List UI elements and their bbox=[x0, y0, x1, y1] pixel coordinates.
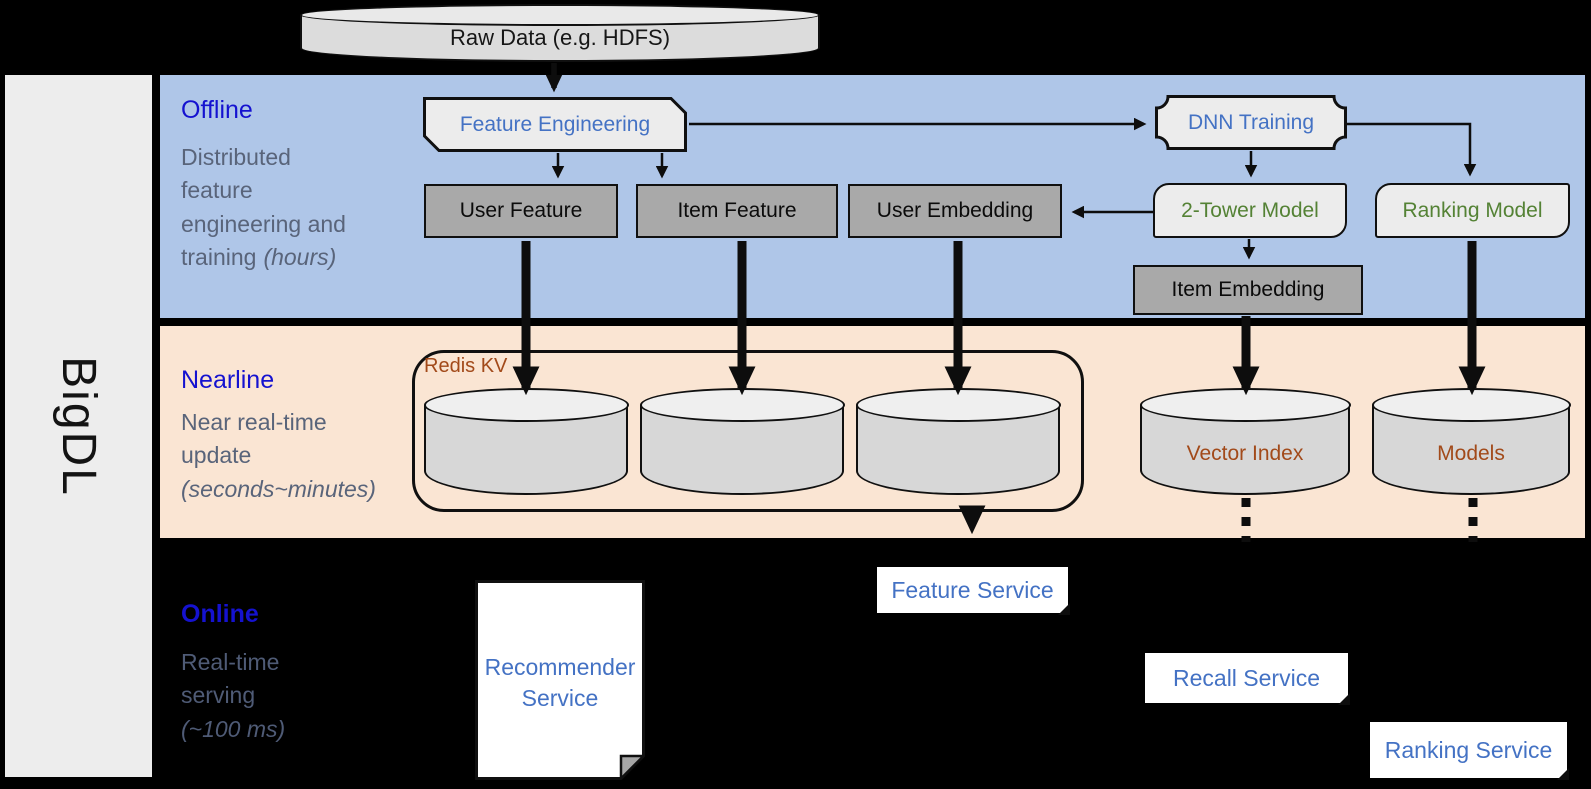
offline-lane-subtitle: Distributed feature engineering and trai… bbox=[181, 141, 481, 274]
item-feature-node: Item Feature bbox=[636, 184, 838, 238]
models-label: Models bbox=[1437, 442, 1505, 465]
vector-index-label: Vector Index bbox=[1186, 442, 1304, 465]
feature-service-label: Feature Service bbox=[891, 576, 1054, 603]
feature-service-node: Feature Service bbox=[877, 567, 1070, 615]
online-subtitle-line: (~100 ms) bbox=[181, 715, 286, 742]
ranking-service-node: Ranking Service bbox=[1370, 722, 1569, 780]
plaque-shape bbox=[1155, 95, 1347, 150]
recommender-service-node: Recommender Service bbox=[475, 580, 645, 780]
item-feature-label: Item Feature bbox=[677, 199, 797, 222]
document-shape bbox=[475, 580, 645, 780]
raw-data-label: Raw Data (e.g. HDFS) bbox=[449, 24, 671, 50]
feature-engineering-node: Feature Engineering bbox=[423, 97, 687, 152]
offline-subtitle-line: Distributed bbox=[181, 144, 291, 170]
offline-subtitle-line: engineering and bbox=[181, 210, 346, 237]
nearline-lane-title: Nearline bbox=[181, 366, 275, 394]
user-feature-node: User Feature bbox=[424, 184, 618, 238]
vector-index-store: Vector Index bbox=[1139, 388, 1351, 495]
raw-data-store: Raw Data (e.g. HDFS) bbox=[300, 4, 820, 62]
redis-kv-container bbox=[412, 350, 1084, 512]
snip-corner-shape bbox=[423, 97, 687, 152]
recall-service-label: Recall Service bbox=[1173, 664, 1320, 691]
recall-service-node: Recall Service bbox=[1145, 653, 1350, 705]
item-embedding-node: Item Embedding bbox=[1133, 265, 1363, 315]
nearline-lane-subtitle: Near real-time update (seconds~minutes) bbox=[181, 406, 501, 506]
ranking-model-label: Ranking Model bbox=[1402, 198, 1543, 222]
online-subtitle-line: serving bbox=[181, 682, 256, 709]
redis-kv-label: Redis KV bbox=[424, 355, 508, 377]
recommender-service-label: Recommender Service bbox=[484, 654, 636, 712]
bigdl-sidebar: BigDL bbox=[5, 75, 152, 777]
two-tower-model-node: 2-Tower Model bbox=[1153, 183, 1347, 238]
feature-engineering-label: Feature Engineering bbox=[459, 112, 651, 136]
offline-lane-title: Offline bbox=[181, 96, 253, 124]
nearline-subtitle-line: Near real-time bbox=[181, 409, 327, 435]
item-embedding-label: Item Embedding bbox=[1171, 278, 1325, 301]
ranking-model-node: Ranking Model bbox=[1375, 183, 1570, 238]
user-embedding-label: User Embedding bbox=[876, 199, 1034, 222]
redis-shard-cylinder bbox=[855, 388, 1061, 495]
bigdl-logo-text: BigDL bbox=[51, 355, 105, 497]
models-store: Models bbox=[1371, 388, 1571, 495]
nearline-subtitle-line: (seconds~minutes) bbox=[181, 475, 376, 502]
user-embedding-node: User Embedding bbox=[848, 184, 1062, 238]
ranking-service-label: Ranking Service bbox=[1384, 736, 1553, 763]
two-tower-model-label: 2-Tower Model bbox=[1181, 198, 1319, 222]
online-subtitle-line: Real-time bbox=[181, 649, 280, 675]
dnn-training-node: DNN Training bbox=[1155, 95, 1347, 150]
dnn-training-label: DNN Training bbox=[1187, 110, 1315, 134]
online-lane-title: Online bbox=[181, 600, 259, 628]
offline-subtitle-line: training(hours) bbox=[181, 244, 337, 271]
offline-subtitle-line: feature bbox=[181, 177, 253, 204]
redis-shard-cylinder bbox=[423, 388, 629, 495]
redis-shard-cylinder bbox=[639, 388, 845, 495]
nearline-subtitle-line: update bbox=[181, 442, 252, 469]
online-lane-subtitle: Real-time serving (~100 ms) bbox=[181, 646, 481, 746]
user-feature-label: User Feature bbox=[459, 199, 583, 222]
